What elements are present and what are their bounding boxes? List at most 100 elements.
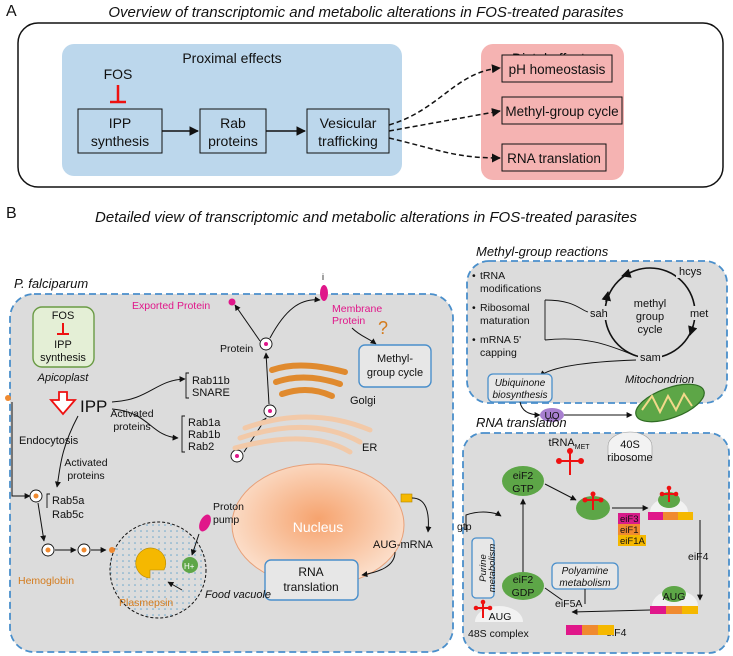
rab11b-bracket <box>185 372 189 399</box>
bullet-trna-text2: modifications <box>480 283 541 295</box>
bullet-trna-text1: tRNA <box>480 270 505 282</box>
ipp-label: IPP <box>80 397 107 416</box>
eif3-block <box>618 513 640 524</box>
ribosome-40s-line1: 40S <box>620 439 640 451</box>
eif5a-label: eiF5A <box>555 598 582 610</box>
arrow-h-to-plasmepsin <box>167 581 183 591</box>
cycle-arrow-right <box>688 325 698 336</box>
ubiquinone-line1: Ubiquinone <box>495 378 546 389</box>
met-bg <box>689 306 711 320</box>
rna-translation-line2: translation <box>283 580 338 594</box>
er-label: ER <box>362 442 377 454</box>
activated-proteins-down-line2: proteins <box>67 470 104 482</box>
rab1-bracket <box>181 415 185 453</box>
ipp-down-arrow-icon <box>49 391 77 416</box>
arrow-gtp-input <box>465 510 502 530</box>
eif1-block <box>618 524 640 535</box>
mrna-seg-2 <box>582 625 598 635</box>
bullet-mrna-text1: mRNA 5' <box>480 334 521 346</box>
apicoplast-fos: FOS <box>52 310 75 322</box>
methyl-group-cycle-box <box>358 344 432 388</box>
dashed-arrow-to-ph <box>388 64 501 126</box>
panel-b-letter: B <box>6 205 17 222</box>
nuclear-pore-icon <box>400 493 413 503</box>
panel-a-letter: A <box>6 3 17 20</box>
methyl-box-line2: group cycle <box>367 367 423 379</box>
cycle-arrow-left <box>601 291 612 303</box>
golgi-label: Golgi <box>350 395 376 407</box>
proton-pump-line1: Proton <box>213 501 244 513</box>
rab5c-label: Rab5c <box>52 509 84 521</box>
cell-title: P. falciparum <box>14 276 88 291</box>
nucleus-label: Nucleus <box>293 519 344 535</box>
apicoplast-box <box>32 306 95 368</box>
distal-item-rna-box <box>501 143 607 172</box>
endocytosis-arrow <box>11 402 31 499</box>
proximal-effects-title: Proximal effects <box>182 50 281 66</box>
methyl-reactions-title: Methyl-group reactions <box>476 244 609 259</box>
panel-a-frame <box>17 22 724 188</box>
aug-mrna-label: AUG-mRNA <box>373 539 434 551</box>
methyl-link-1 <box>544 299 589 313</box>
methyl-reactions-panel <box>466 260 728 404</box>
question-mark: ? <box>378 318 388 338</box>
rna-translation-line1: RNA <box>298 565 323 579</box>
arrow-protein-to-membrane <box>269 296 321 339</box>
proton-pump-line2: pump <box>213 514 239 526</box>
trna-label: tRNAMET <box>548 437 590 451</box>
arrow-golgi-to-protein <box>263 352 270 405</box>
panel-a-title: Overview of transcriptomic and metabolic… <box>108 4 624 21</box>
methyl-link-2 <box>544 338 637 357</box>
purine-line1: Purine <box>478 554 489 581</box>
endosome-3-cargo <box>81 547 87 553</box>
distal-item-rna: RNA translation <box>507 151 601 166</box>
purine-metabolism-box <box>471 537 495 599</box>
hcys-label: hcys <box>679 266 702 278</box>
panel-b-title: Detailed view of transcriptomic and meta… <box>95 209 637 226</box>
sam-bg <box>638 350 662 364</box>
trna-icon-top <box>556 448 584 475</box>
apicoplast-ipp-line2: synthesis <box>40 352 86 364</box>
snare-label: SNARE <box>192 387 230 399</box>
rab5a-label: Rab5a <box>52 495 85 507</box>
eif2-gdp-link <box>544 587 563 601</box>
vesicular-trafficking-line2: trafficking <box>318 133 378 149</box>
protein-vesicle-cargo <box>264 342 268 346</box>
polyamine-line2: metabolism <box>559 578 610 589</box>
eif2-gdp-line2: GDP <box>512 587 535 599</box>
mitochondrion-label: Mitochondrion <box>625 374 694 386</box>
proton-pump-icon <box>199 514 211 532</box>
sah-bg <box>588 306 610 320</box>
dashed-arrow-to-rna <box>388 137 501 163</box>
endosome-2-cargo <box>45 547 51 553</box>
endocytosis-particle-icon <box>5 395 11 401</box>
mrna-seg-1 <box>566 625 582 635</box>
rab1a-label: Rab1a <box>188 417 221 429</box>
endoplasmic-reticulum <box>232 414 373 455</box>
fos-label: FOS <box>104 66 133 82</box>
eif2-gdp-line1: eiF2 <box>513 574 534 586</box>
rab-proteins-box <box>199 108 267 154</box>
eif2-gtp-line2: GTP <box>512 483 534 495</box>
eif1a-block <box>618 535 646 546</box>
aug-right-label: AUG <box>663 591 686 603</box>
preinitiation-complex-icon <box>648 485 693 520</box>
arrow-membrane-to-methyl <box>351 327 377 345</box>
food-vacuole-label: Food vacuole <box>205 589 271 601</box>
protein-label: Protein <box>220 343 253 355</box>
vesicular-trafficking-line1: Vesicular <box>320 115 377 131</box>
sah-label: sah <box>590 308 608 320</box>
apicoplast-ipp-line1: IPP <box>54 339 72 351</box>
bullet-trna-line1: • <box>472 270 476 282</box>
arrow-protein-to-exported <box>234 304 261 342</box>
h-plus-icon <box>182 557 198 573</box>
distal-item-methyl: Methyl-group cycle <box>505 104 618 119</box>
distal-item-methyl-box <box>501 96 623 125</box>
membrane-protein-icon <box>320 285 328 301</box>
ribosome-40s-icon <box>607 431 653 461</box>
plasmepsin-label: Plasmepsin <box>119 597 173 609</box>
arrow-eif2-to-complex <box>544 483 577 501</box>
gtp-label: gtp <box>457 521 472 533</box>
rab-proteins-line1: Rab <box>220 115 246 131</box>
